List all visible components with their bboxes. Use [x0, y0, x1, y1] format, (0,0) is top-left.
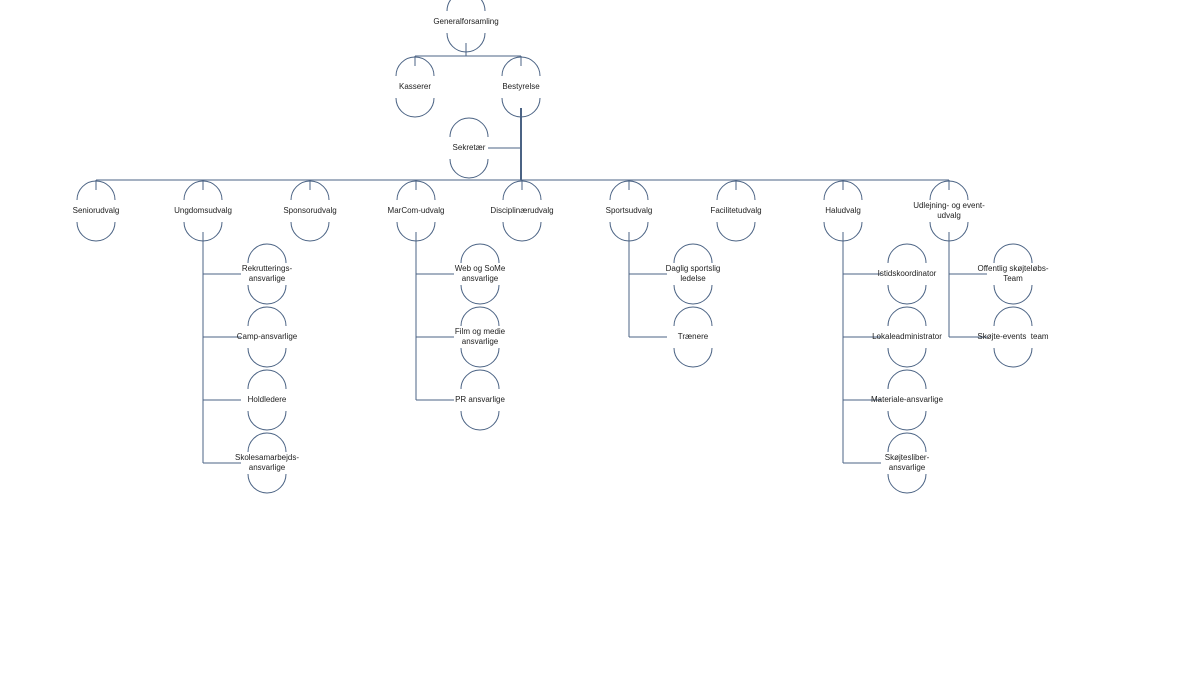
child-rekrutterings-ansvarlige-top-arc [247, 243, 287, 264]
committee-sportsudvalg-top-arc [609, 180, 649, 201]
node-sekretaer-top-arc [449, 117, 489, 138]
committee-seniorudvalg-top-arc [76, 180, 116, 201]
child-holdledere-top-arc [247, 369, 287, 390]
committee-marcom-udvalg-top-arc [396, 180, 436, 201]
child-skolesamarbejds-ansvarlige-top-arc [247, 432, 287, 453]
connector-lines [95, 43, 987, 464]
child-daglig-sportslig-ledelse: Daglig sportslig ledelse [665, 264, 721, 283]
node-generalforsamling-top-arc [446, 0, 486, 12]
committee-udlejning-og-event-udvalg-top-arc [929, 180, 969, 201]
child-rekrutterings-ansvarlige-bottom-arc [247, 284, 287, 305]
child-skolesamarbejds-ansvarlige-bottom-arc [247, 473, 287, 494]
child-skolesamarbejds-ansvarlige: Skolesamarbejds- ansvarlige [234, 453, 300, 472]
committee-haludvalg-top-arc [823, 180, 863, 201]
committee-seniorudvalg: Seniorudvalg [72, 206, 120, 215]
child-skøjtesliber-ansvarlige-bottom-arc [887, 473, 927, 494]
committee-facilitetudvalg-bottom-arc [716, 221, 756, 242]
committee-sponsorudvalg-top-arc [290, 180, 330, 201]
child-pr-ansvarlige: PR ansvarlige [455, 395, 505, 404]
child-offentlig-skøjteløbs-team-bottom-arc [993, 284, 1033, 305]
node-generalforsamling-bottom-arc [446, 32, 486, 53]
child-trænere: Trænere [677, 332, 709, 341]
node-kasserer: Kasserer [398, 82, 432, 91]
child-skøjtesliber-ansvarlige: Skøjtesliber- ansvarlige [884, 453, 930, 472]
committee-marcom-udvalg-bottom-arc [396, 221, 436, 242]
committee-marcom-udvalg: MarCom-udvalg [387, 206, 445, 215]
child-skøjtesliber-ansvarlige-top-arc [887, 432, 927, 453]
child-skøjte-events-team-bottom-arc [993, 347, 1033, 368]
child-istidskoordinator-top-arc [887, 243, 927, 264]
committee-disciplinærudvalg-bottom-arc [502, 221, 542, 242]
node-bestyrelse: Bestyrelse [502, 82, 540, 91]
node-bestyrelse-bottom-arc [501, 97, 541, 118]
committee-sponsorudvalg: Sponsorudvalg [283, 206, 337, 215]
child-camp-ansvarlige-top-arc [247, 306, 287, 327]
child-pr-ansvarlige-bottom-arc [460, 410, 500, 431]
node-kasserer-bottom-arc [395, 97, 435, 118]
child-camp-ansvarlige: Camp-ansvarlige [236, 332, 298, 341]
node-sekretaer-bottom-arc [449, 158, 489, 179]
committee-facilitetudvalg-top-arc [716, 180, 756, 201]
child-film-og-medie-ansvarlige-top-arc [460, 306, 500, 327]
child-lokaleadministrator-bottom-arc [887, 347, 927, 368]
node-kasserer-top-arc [395, 56, 435, 77]
committee-seniorudvalg-bottom-arc [76, 221, 116, 242]
node-bestyrelse-top-arc [501, 56, 541, 77]
committee-sportsudvalg: Sportsudvalg [605, 206, 653, 215]
committee-haludvalg: Haludvalg [825, 206, 861, 215]
child-skøjte-events-team-top-arc [993, 306, 1033, 327]
committee-ungdomsudvalg: Ungdomsudvalg [174, 206, 232, 215]
committee-udlejning-og-event-udvalg: Udlejning- og event- udvalg [913, 201, 985, 220]
child-holdledere-bottom-arc [247, 410, 287, 431]
child-lokaleadministrator: Lokaleadministrator [872, 332, 942, 341]
child-trænere-bottom-arc [673, 347, 713, 368]
child-web-og-some-ansvarlige-top-arc [460, 243, 500, 264]
child-holdledere: Holdledere [247, 395, 287, 404]
child-rekrutterings-ansvarlige: Rekrutterings- ansvarlige [241, 264, 293, 283]
child-skøjte-events-team: Skøjte-events team [977, 332, 1049, 341]
node-generalforsamling: Generalforsamling [433, 17, 499, 26]
child-trænere-top-arc [673, 306, 713, 327]
child-web-og-some-ansvarlige: Web og SoMe ansvarlige [454, 264, 506, 283]
committee-facilitetudvalg: Facilitetudvalg [710, 206, 762, 215]
child-daglig-sportslig-ledelse-top-arc [673, 243, 713, 264]
committee-udlejning-og-event-udvalg-bottom-arc [929, 221, 969, 242]
child-film-og-medie-ansvarlige: Film og medie ansvarlige [454, 327, 506, 346]
child-materiale-ansvarlige: Materiale-ansvarlige [870, 395, 944, 404]
child-film-og-medie-ansvarlige-bottom-arc [460, 347, 500, 368]
child-offentlig-skøjteløbs-team-top-arc [993, 243, 1033, 264]
committee-haludvalg-bottom-arc [823, 221, 863, 242]
child-camp-ansvarlige-bottom-arc [247, 347, 287, 368]
child-daglig-sportslig-ledelse-bottom-arc [673, 284, 713, 305]
committee-ungdomsudvalg-top-arc [183, 180, 223, 201]
child-istidskoordinator-bottom-arc [887, 284, 927, 305]
child-materiale-ansvarlige-bottom-arc [887, 410, 927, 431]
child-pr-ansvarlige-top-arc [460, 369, 500, 390]
committee-sportsudvalg-bottom-arc [609, 221, 649, 242]
child-materiale-ansvarlige-top-arc [887, 369, 927, 390]
committee-sponsorudvalg-bottom-arc [290, 221, 330, 242]
committee-disciplinærudvalg-top-arc [502, 180, 542, 201]
child-lokaleadministrator-top-arc [887, 306, 927, 327]
child-web-og-some-ansvarlige-bottom-arc [460, 284, 500, 305]
child-istidskoordinator: Istidskoordinator [877, 269, 937, 278]
committee-ungdomsudvalg-bottom-arc [183, 221, 223, 242]
node-sekretaer: Sekretær [452, 143, 486, 152]
child-offentlig-skøjteløbs-team: Offentlig skøjteløbs- Team [977, 264, 1049, 283]
committee-disciplinærudvalg: Disciplinærudvalg [490, 206, 554, 215]
node-arcs [76, 0, 1033, 494]
